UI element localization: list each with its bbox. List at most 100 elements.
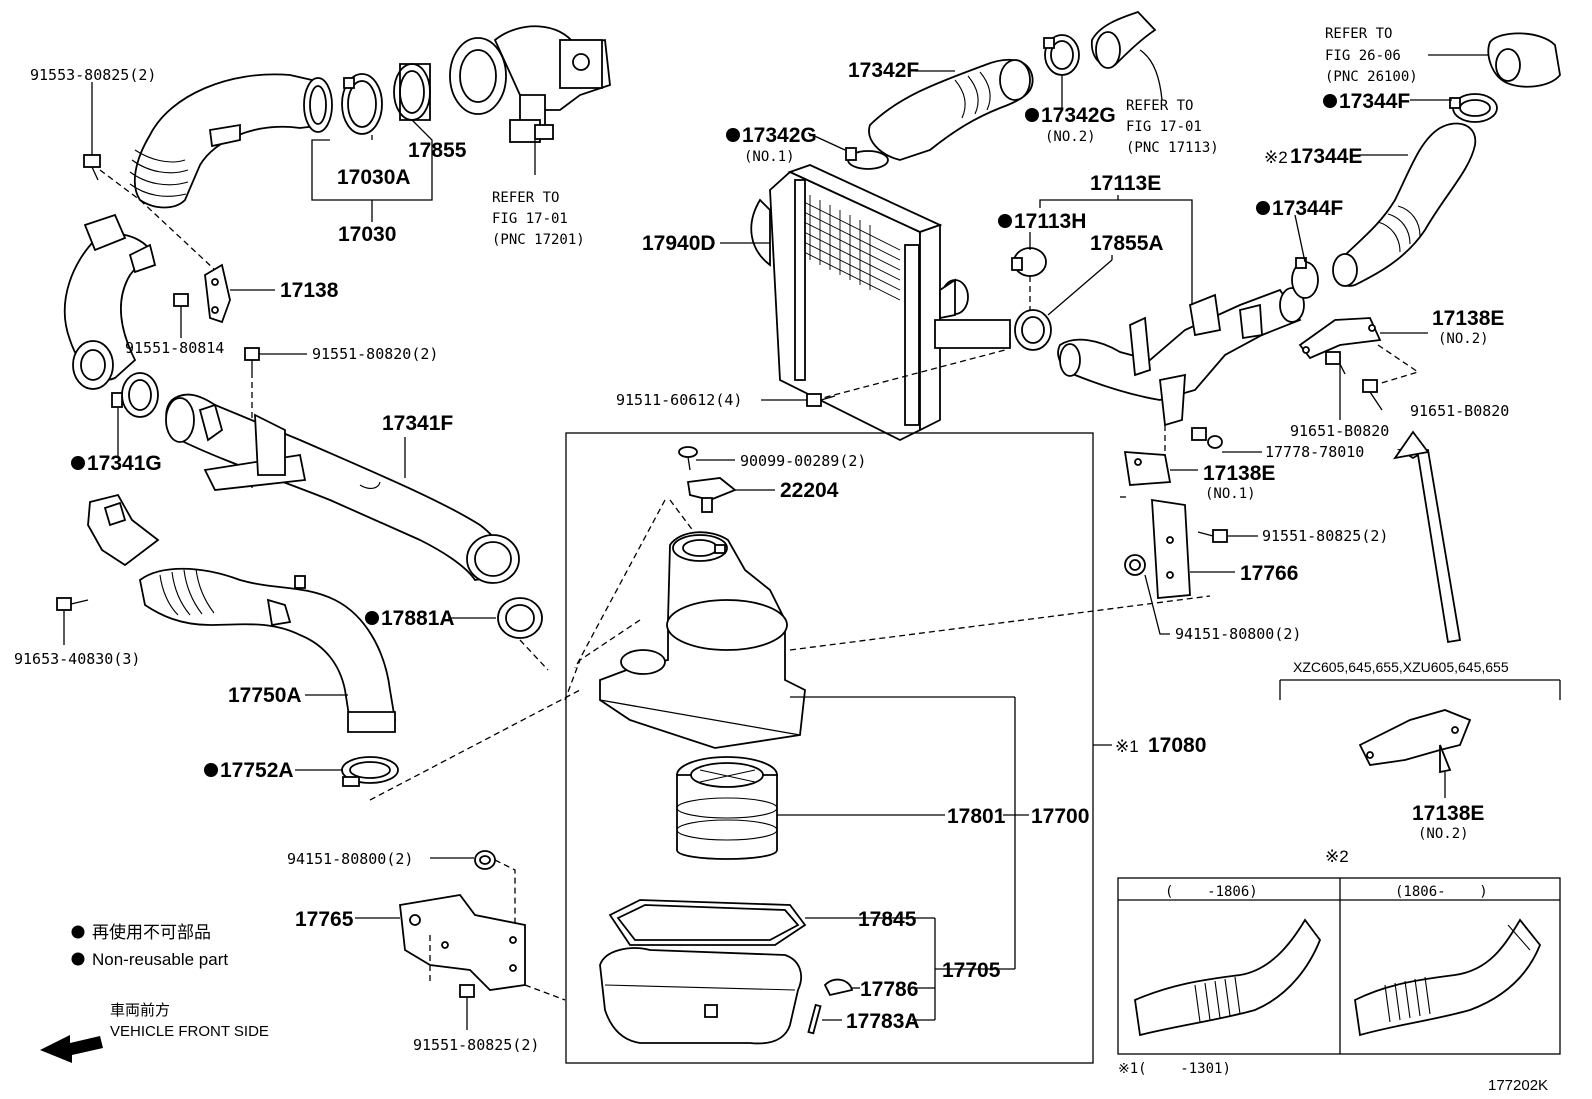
clamp-17342G-no2 <box>1043 34 1080 76</box>
label-refer2-b: FIG 17-01 <box>1126 119 1202 135</box>
label-94151-left: 94151-80800(2) <box>287 850 413 868</box>
hose-17342F <box>868 58 1034 161</box>
label-17765: 17765 <box>295 908 354 931</box>
label-17700: 17700 <box>1031 805 1089 828</box>
air-cleaner-lower-case <box>599 947 802 1045</box>
clamp-17341G <box>111 372 159 418</box>
label-mark2: ※2 <box>1325 847 1349 866</box>
label-17845: 17845 <box>858 908 917 931</box>
clamp-17342G-no1 <box>845 147 889 170</box>
hose-17344E <box>1332 122 1476 287</box>
hose-17855A <box>1014 309 1052 351</box>
label-footnote: ※1( -1301) <box>1118 1061 1231 1077</box>
label-17801: 17801 <box>947 805 1006 828</box>
label-94151-right: 94151-80800(2) <box>1175 625 1301 643</box>
label-inset-right: (1806- ) <box>1395 884 1488 900</box>
hose-17750A <box>87 493 397 733</box>
label-91653: 91653-40830(3) <box>14 650 140 668</box>
clamp-17881A <box>497 597 543 639</box>
label-refer3-c: (PNC 26100) <box>1325 69 1418 85</box>
clamp-17344F-mid <box>1291 257 1319 299</box>
pipe-17113E <box>1057 287 1305 427</box>
nonreusable-dot-17342G-b <box>1025 108 1039 122</box>
label-17342G-b: 17342G <box>1041 104 1116 127</box>
legend-nonreusable-jp: 再使用不可部品 <box>92 922 211 942</box>
label-91551-80825-bottom: 91551-80825(2) <box>413 1036 539 1054</box>
turbocharger <box>449 25 611 143</box>
label-17080: 17080 <box>1148 734 1206 757</box>
nut-94151-right <box>1124 554 1146 576</box>
label-91553-top: 91553-80825(2) <box>30 66 156 84</box>
label-17344E: 17344E <box>1290 145 1362 168</box>
label-17342G-a: 17342G <box>742 124 817 147</box>
legend-nonreusable-en: Non-reusable part <box>92 950 228 969</box>
non-reusable-bullet-en <box>71 952 85 966</box>
bolt-91551-80825-right <box>1197 529 1228 543</box>
label-refer1-a: REFER TO <box>492 190 559 206</box>
label-inset-left: ( -1806) <box>1165 884 1258 900</box>
label-17030: 17030 <box>338 223 396 246</box>
non-reusable-bullet-jp <box>71 925 85 939</box>
nonreusable-dot-17881A <box>365 611 379 625</box>
label-17705: 17705 <box>942 959 1001 982</box>
label-91651-b: 91651-B0820 <box>1410 402 1509 420</box>
label-91551-80820: 91551-80820(2) <box>312 345 438 363</box>
label-17342G-b-no: (NO.2) <box>1045 129 1096 145</box>
label-91511: 91511-60612(4) <box>616 391 742 409</box>
nonreusable-dot-17341G <box>71 456 85 470</box>
label-refer2-a: REFER TO <box>1126 98 1193 114</box>
label-17138E-no1: 17138E <box>1203 462 1275 485</box>
bolt-91653 <box>56 597 89 611</box>
label-17752A: 17752A <box>220 759 294 782</box>
label-17138E-no2-no: (NO.2) <box>1438 331 1489 347</box>
label-17138E-inset-no: (NO.2) <box>1418 826 1469 842</box>
label-17855: 17855 <box>408 139 467 162</box>
label-17940D: 17940D <box>642 232 716 255</box>
label-17342G-a-no: (NO.1) <box>744 149 795 165</box>
label-17783A: 17783A <box>846 1010 920 1033</box>
nonreusable-dot-17342G-a <box>726 128 740 142</box>
bolt-91553-top <box>83 154 101 181</box>
intercooler-fins <box>799 195 901 301</box>
label-refer3-b: FIG 26-06 <box>1325 48 1401 64</box>
screw-90099 <box>678 446 698 471</box>
bracket-17765 <box>399 894 526 991</box>
label-91551-80814: 91551-80814 <box>125 339 224 357</box>
label-17113E: 17113E <box>1090 172 1161 195</box>
bolt-91551-80820 <box>244 347 260 372</box>
label-17778: 17778-78010 <box>1265 443 1364 461</box>
bracket-17766 <box>1151 498 1191 599</box>
vehicle-front-arrow-icon <box>40 1035 103 1063</box>
label-22204: 22204 <box>780 479 839 502</box>
pipe-17341F <box>165 393 520 584</box>
bolt-91551-80825-bottom <box>459 984 475 1030</box>
clamp-17752A <box>341 756 399 787</box>
bolt-91651-b <box>1362 379 1383 411</box>
air-cleaner-frame <box>565 432 1094 1064</box>
bracket-17138E-no1 <box>1123 451 1172 486</box>
bolt-91551-80814 <box>173 293 189 338</box>
label-refer1-b: FIG 17-01 <box>492 211 568 227</box>
clamp-17113H <box>1011 247 1047 277</box>
legend-front-jp: 車両前方 <box>110 1002 170 1019</box>
label-17342F: 17342F <box>848 59 919 82</box>
nut-94151-left <box>474 850 496 870</box>
air-intake-hose-lower <box>63 213 157 390</box>
clamp-17344F-top <box>1449 93 1498 123</box>
bolt-91651-a <box>1325 351 1346 375</box>
legend-front-en: VEHICLE FRONT SIDE <box>110 1023 269 1040</box>
air-intake-hose-upper <box>129 73 333 209</box>
pin-17783A <box>807 1003 822 1035</box>
nonreusable-dot-17113H <box>998 214 1012 228</box>
filter-element-17801 <box>676 756 778 860</box>
label-17750A: 17750A <box>228 684 302 707</box>
bracket-17138E-no2 <box>1298 317 1382 360</box>
nonreusable-dot-17344F-top <box>1323 94 1337 108</box>
label-17080-mark: ※1 <box>1115 737 1139 756</box>
label-90099: 90099-00289(2) <box>740 452 866 470</box>
pointer-arrow <box>1393 430 1462 644</box>
nonreusable-dot-17344F-mid <box>1256 201 1270 215</box>
clip-17786 <box>823 978 854 997</box>
